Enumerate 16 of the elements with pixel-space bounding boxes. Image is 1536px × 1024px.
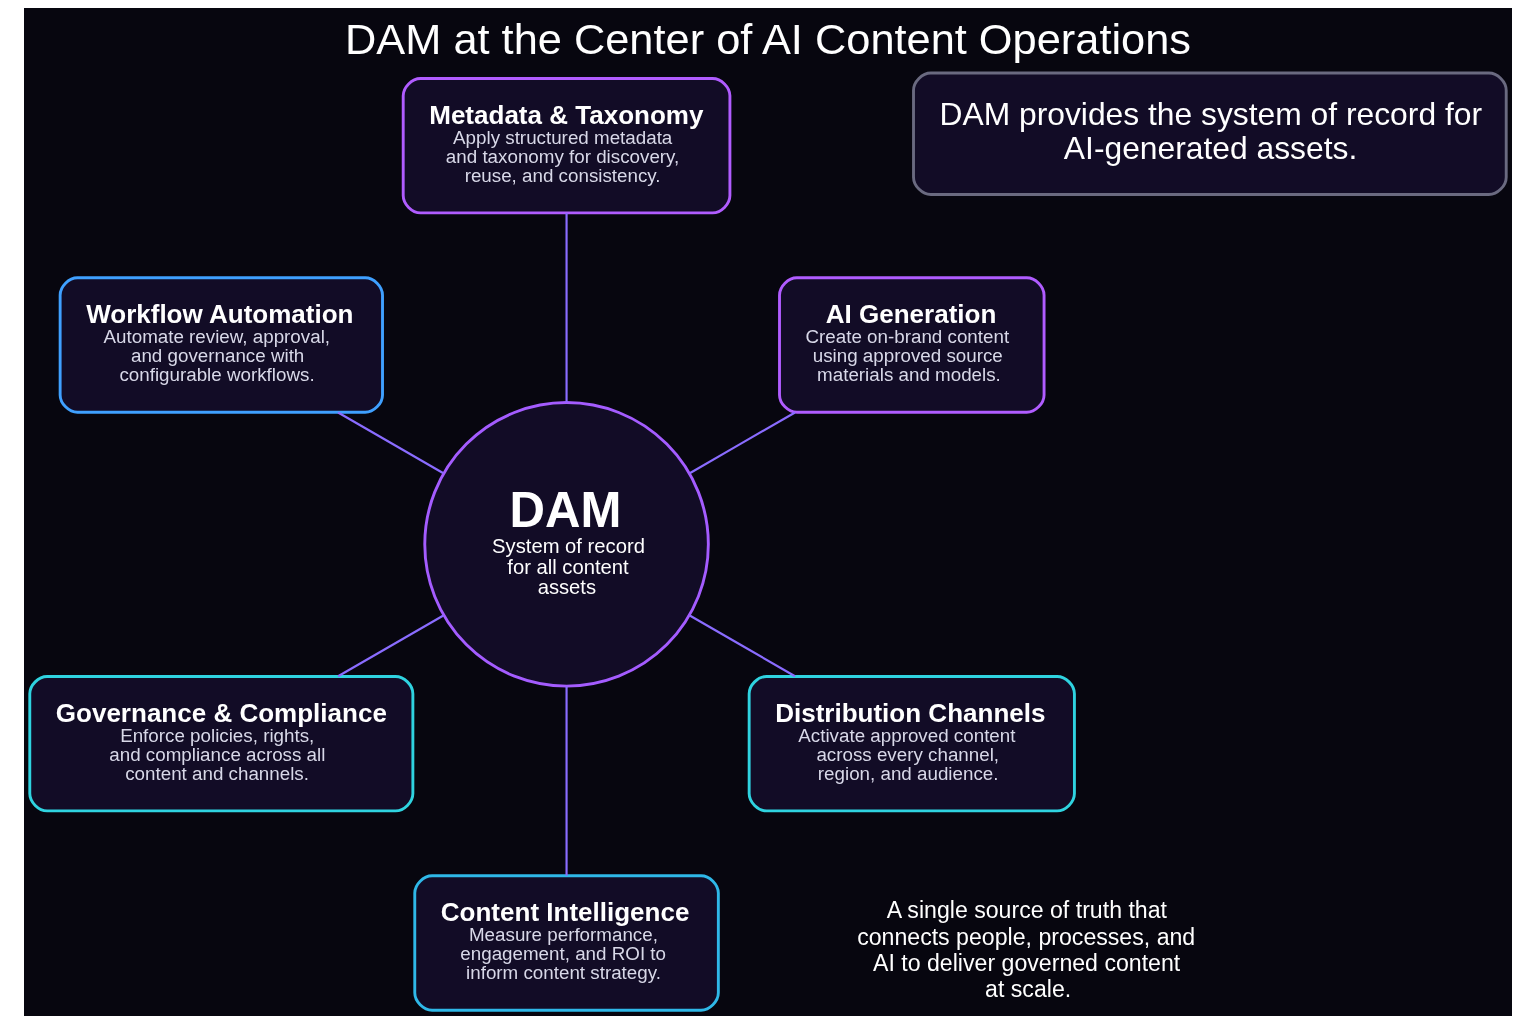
node-box: Metadata & Taxonomy Apply structured metadata and taxonomy for discovery, reuse, and consistency. <box>401 77 732 215</box>
connector <box>337 411 444 475</box>
node-box: Workflow Automation Automate review, approval, and governance with configurable workflows. <box>58 276 384 414</box>
node-box: DAM provides the system of record for AI-generated assets. <box>912 71 1508 196</box>
connector <box>337 614 444 678</box>
diagram-title: DAM at the Center of AI Content Operations <box>345 15 1191 64</box>
node-box: Content Intelligence Measure performance, engagement, and ROI to inform content strategy. <box>413 874 720 1012</box>
connector <box>689 411 796 475</box>
connector <box>689 614 796 678</box>
connector <box>565 213 568 403</box>
node-box: Governance & Compliance Enforce policies, rights, and compliance across all content and channels. <box>28 675 415 813</box>
node-box: Distribution Channels Activate approved content across every channel, region, and audience. <box>747 675 1076 813</box>
node-circle: DAM System of record for all content assets <box>423 401 710 688</box>
label: A single source of truth that connects people, processes, and AI to deliver governed content at scale. <box>857 897 1196 1002</box>
connector <box>565 686 568 876</box>
node-box: AI Generation Create on-brand content using approved source materials and models. <box>778 276 1046 414</box>
